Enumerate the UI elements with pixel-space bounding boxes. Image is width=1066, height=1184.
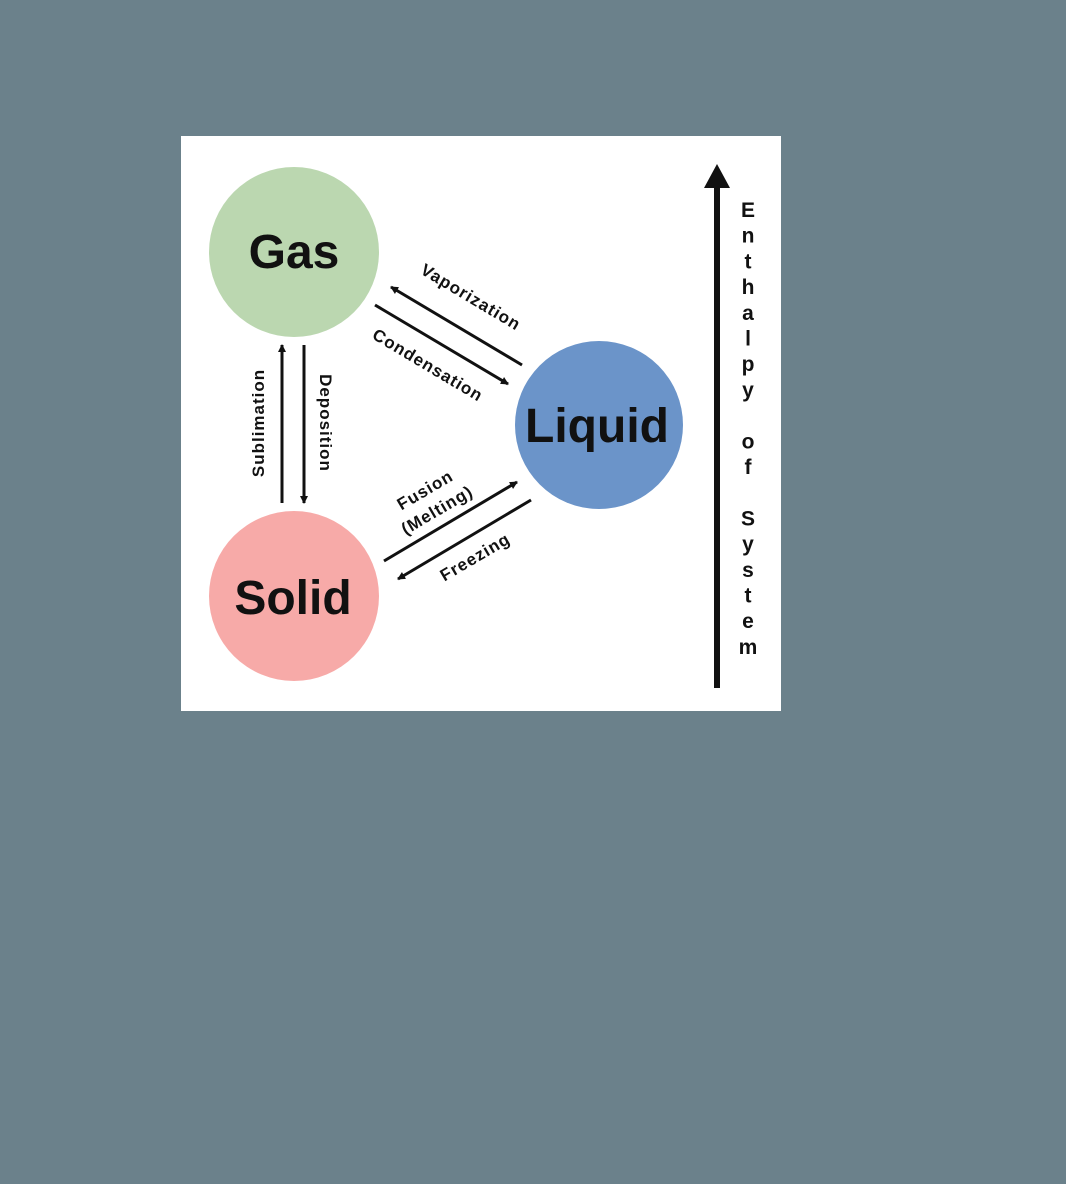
freezing-label: Freezing (437, 529, 514, 585)
enthalpy-axis-letter: S (741, 507, 755, 530)
enthalpy-axis-letter: E (741, 199, 755, 222)
enthalpy-axis-letter: s (742, 559, 754, 582)
enthalpy-axis-letter: y (742, 379, 754, 402)
enthalpy-axis-letter: l (745, 328, 751, 351)
enthalpy-axis-letter: o (742, 430, 755, 453)
enthalpy-axis-letter: p (742, 353, 755, 376)
solid-circle (209, 511, 379, 681)
solid-label: Solid (234, 572, 351, 625)
freezing-arrow (397, 498, 532, 581)
enthalpy-axis-letter: t (745, 250, 752, 273)
enthalpy-axis-letter: a (742, 302, 754, 325)
liquid-circle (515, 341, 683, 509)
condensation-arrow (374, 303, 509, 386)
gas-circle (209, 167, 379, 337)
enthalpy-axis-letter: n (742, 225, 755, 248)
liquid-label: Liquid (525, 400, 669, 453)
enthalpy-axis-letter: f (745, 456, 753, 479)
gas-label: Gas (249, 226, 340, 279)
deposition-label: Deposition (316, 374, 335, 472)
enthalpy-axis-letter: t (745, 585, 752, 608)
enthalpy-axis-letter: h (742, 276, 755, 299)
enthalpy-axis-letter: y (742, 533, 754, 556)
sublimation-label: Sublimation (249, 369, 268, 477)
enthalpy-axis-letter: e (742, 610, 754, 633)
fusion-arrow (383, 480, 518, 563)
vaporization-arrow (390, 285, 523, 367)
enthalpy-axis-letter: m (739, 636, 758, 659)
vaporization-label: Vaporization (417, 260, 524, 334)
